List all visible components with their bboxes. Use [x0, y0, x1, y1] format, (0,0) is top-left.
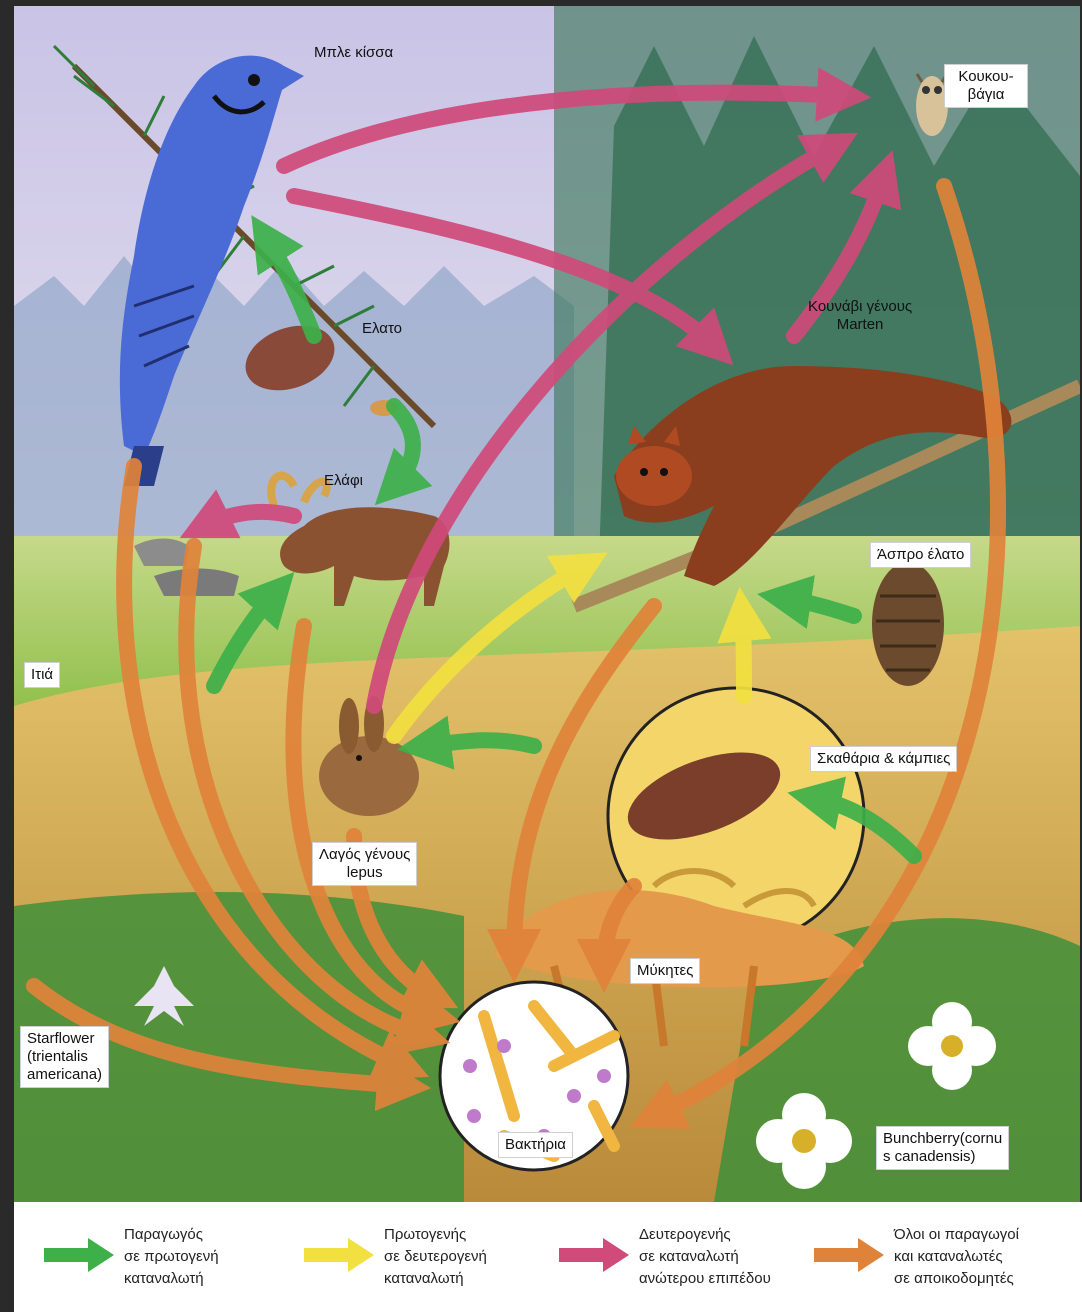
label-starflower: Starflower (trientalis americana)	[20, 1026, 109, 1088]
label-marten: Κουνάβι γένους Marten	[808, 298, 912, 334]
label-bacteria: Βακτήρια	[498, 1132, 573, 1158]
legend-item-decomposer: Όλοι οι παραγωγοί και καταναλωτές σε απο…	[814, 1202, 1074, 1312]
scene-illustration	[14, 6, 1080, 1202]
label-fir: Ελατο	[362, 320, 402, 338]
legend-label: Πρωτογενής σε δευτερογενή καταναλωτή	[384, 1224, 584, 1290]
legend: Παραγωγός σε πρωτογενή καταναλωτή Πρωτογ…	[14, 1202, 1082, 1312]
label-beetles: Σκαθάρια & κάμπιες	[810, 746, 957, 772]
label-owl: Κουκου- βάγια	[944, 64, 1028, 108]
spruce-cone	[872, 562, 944, 686]
orange-arrow-icon	[814, 1238, 884, 1272]
legend-label: Δευτερογενής σε καταναλωτή ανώτερου επιπ…	[639, 1224, 839, 1290]
label-blue-jay: Μπλε κίσσα	[314, 44, 393, 62]
label-fungi: Μύκητες	[630, 958, 700, 984]
label-white-spruce: Άσπρο έλατο	[870, 542, 971, 568]
legend-label: Όλοι οι παραγωγοί και καταναλωτές σε απο…	[894, 1224, 1082, 1290]
label-bunchberry: Bunchberry(cornu s canadensis)	[876, 1126, 1009, 1170]
forest-scene: Μπλε κίσσα Κουκου- βάγια Ελατο Κουνάβι γ…	[14, 6, 1080, 1202]
label-hare: Λαγός γένους lepus	[312, 842, 417, 886]
legend-label: Παραγωγός σε πρωτογενή καταναλωτή	[124, 1224, 324, 1290]
legend-item-secondary: Δευτερογενής σε καταναλωτή ανώτερου επιπ…	[559, 1202, 819, 1312]
green-arrow-icon	[44, 1238, 114, 1272]
legend-item-producer: Παραγωγός σε πρωτογενή καταναλωτή	[44, 1202, 294, 1312]
yellow-arrow-icon	[304, 1238, 374, 1272]
legend-item-primary: Πρωτογενής σε δευτερογενή καταναλωτή	[304, 1202, 554, 1312]
label-deer: Ελάφι	[324, 472, 363, 490]
label-willow: Ιτιά	[24, 662, 60, 688]
magenta-arrow-icon	[559, 1238, 629, 1272]
